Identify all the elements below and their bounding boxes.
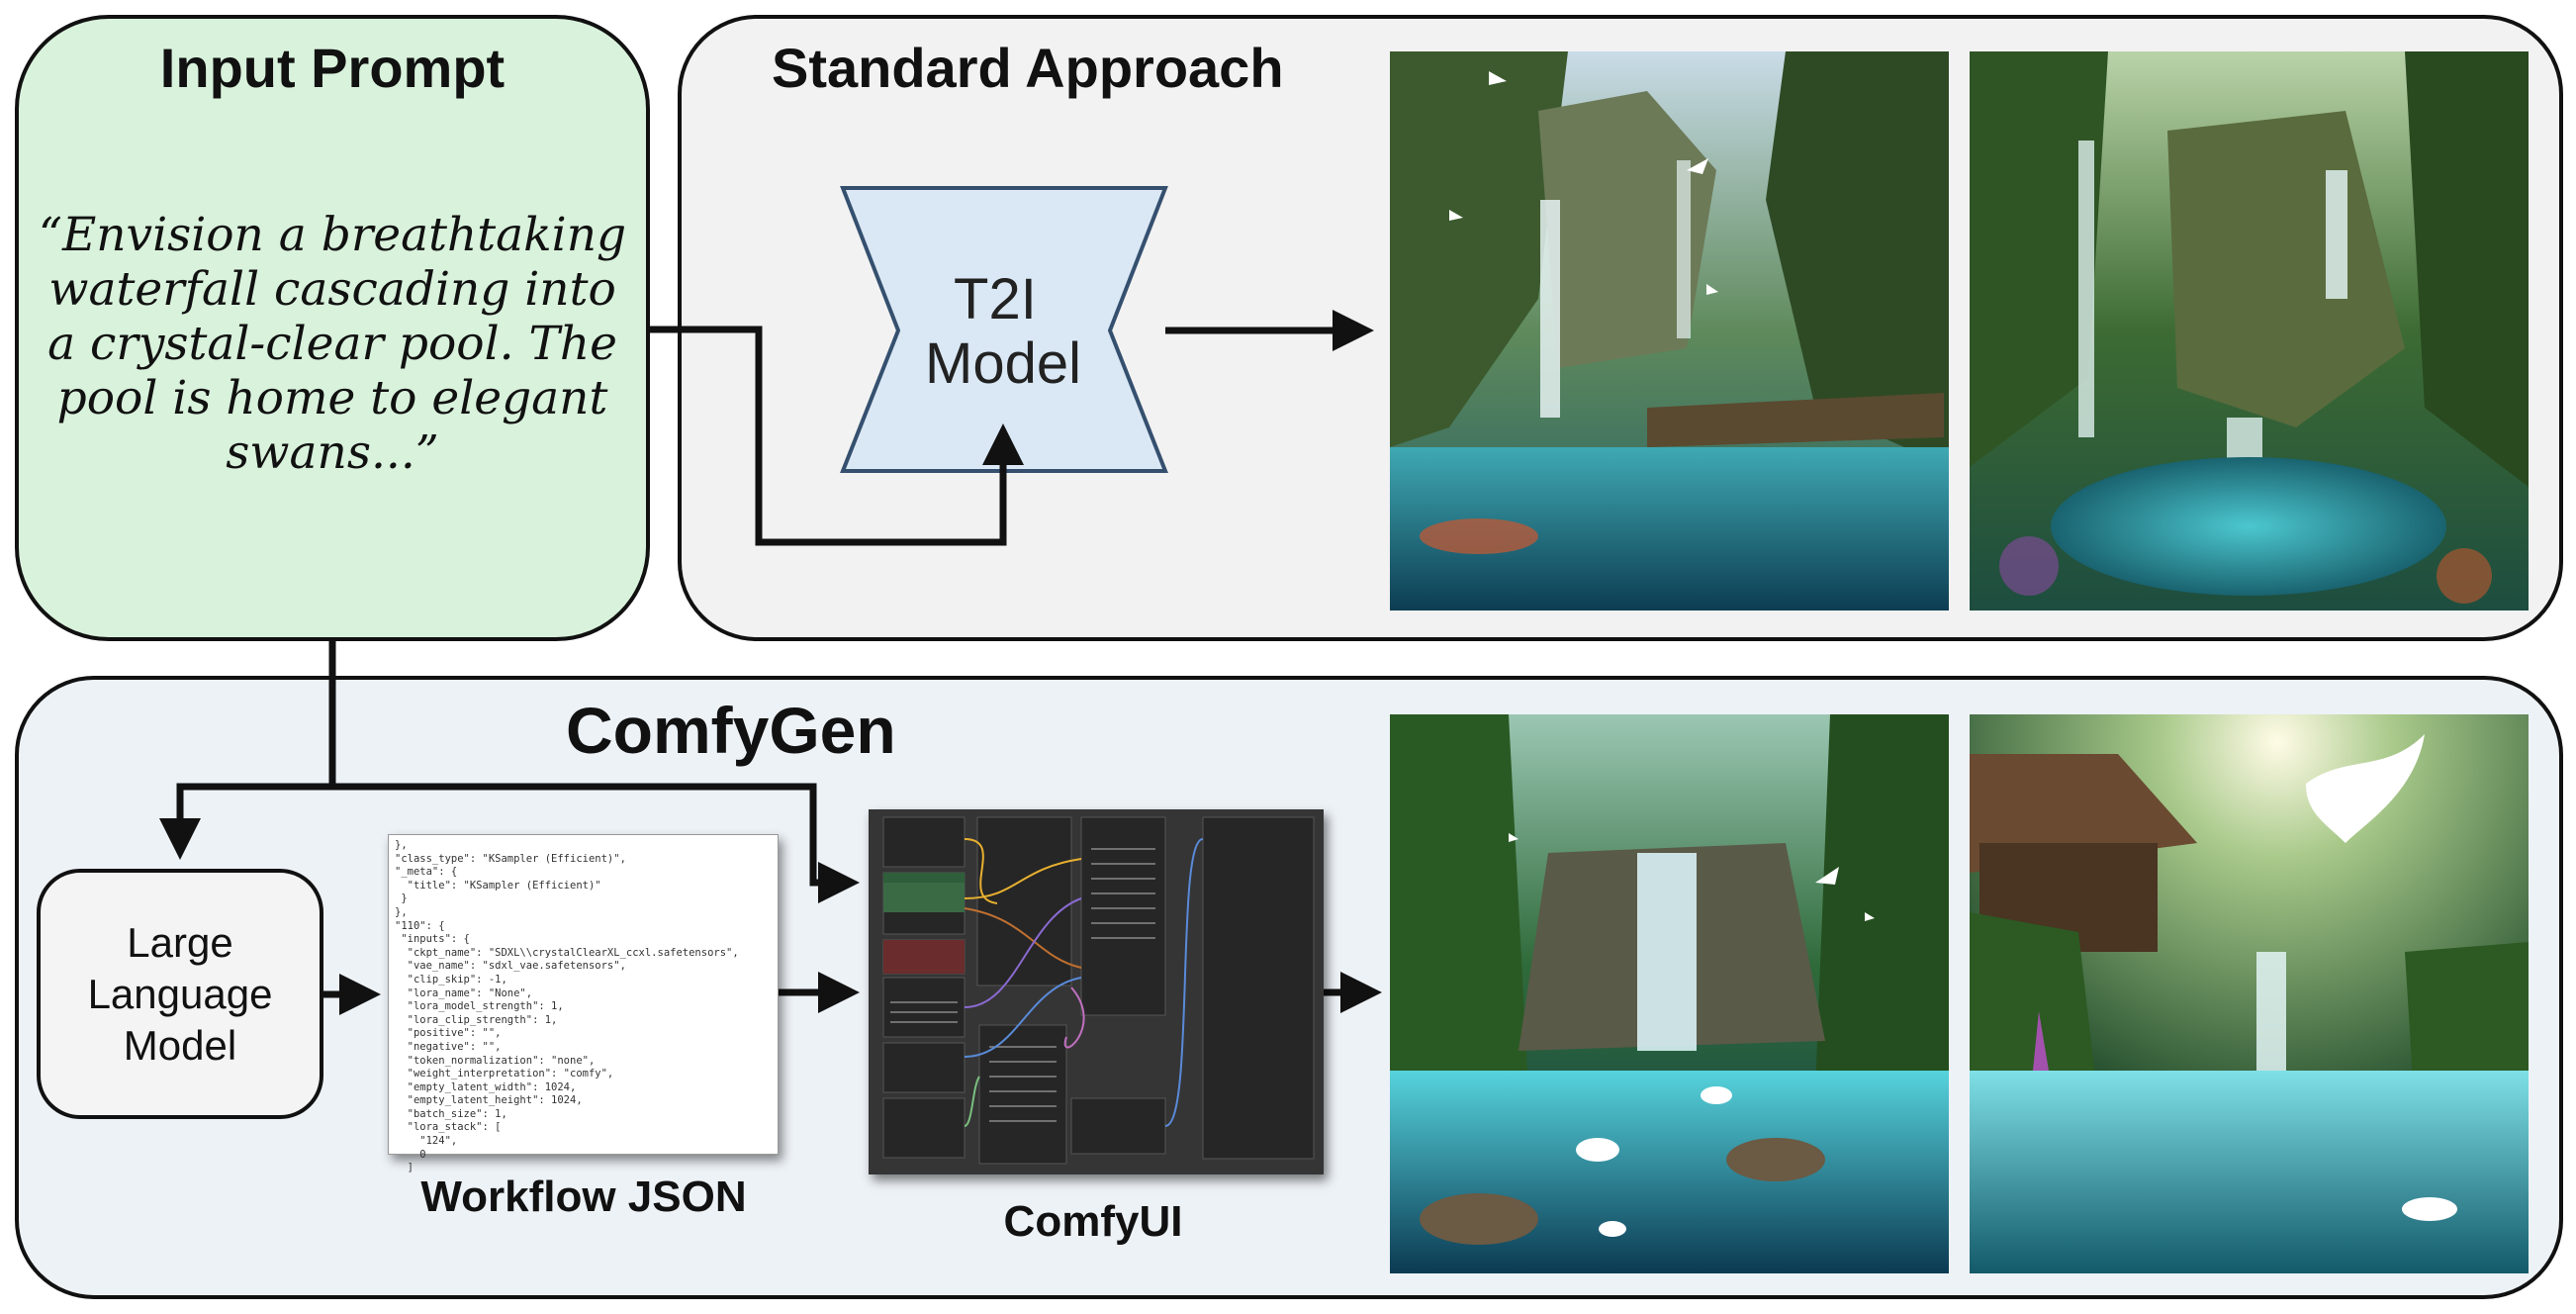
- prompt-line: pool is home to elegant: [56, 371, 608, 425]
- json-line: "token_normalization": "none",: [395, 1054, 596, 1067]
- comfyui-node-graph: [869, 809, 1324, 1174]
- json-line: "clip_skip": -1,: [395, 973, 507, 986]
- comfygen-output-image-2: [1970, 714, 2529, 1273]
- json-line: "title": "KSampler (Efficient)": [395, 879, 601, 892]
- prompt-text: “Envision a breathtaking waterfall casca…: [35, 208, 630, 480]
- json-line: "124",: [395, 1135, 458, 1148]
- json-line: "ckpt_name": "SDXL\\crystalClearXL_ccxl.…: [395, 946, 739, 959]
- json-line: ]: [395, 1162, 414, 1174]
- json-line: "inputs": {: [395, 933, 470, 946]
- comfyui-label: ComfyUI: [1003, 1197, 1183, 1246]
- llm-box: Large Language Model: [37, 869, 323, 1119]
- standard-approach-title: Standard Approach: [772, 37, 1284, 99]
- comfyui-screenshot: [869, 809, 1324, 1174]
- json-line: 0: [395, 1148, 426, 1161]
- input-prompt-title: Input Prompt: [159, 37, 506, 99]
- standard-output-image-1: [1390, 51, 1949, 610]
- json-line: "class_type": "KSampler (Efficient)",: [395, 852, 626, 865]
- standard-output-image-2: [1970, 51, 2529, 610]
- json-line: "vae_name": "sdxl_vae.safetensors",: [395, 960, 626, 973]
- json-line: "lora_stack": [: [395, 1121, 502, 1134]
- json-line: }: [395, 892, 408, 905]
- json-line: },: [395, 905, 408, 918]
- llm-label-line: Model: [123, 1021, 237, 1069]
- json-line: "batch_size": 1,: [395, 1107, 507, 1120]
- input-prompt-panel: [15, 15, 650, 641]
- prompt-line: waterfall cascading into: [48, 262, 616, 317]
- workflow-json-label: Workflow JSON: [420, 1173, 747, 1221]
- json-line: "positive": "",: [395, 1027, 502, 1040]
- prompt-line: swans...”: [226, 425, 439, 480]
- json-line: "110": {: [395, 919, 445, 932]
- json-line: "lora_model_strength": 1,: [395, 1000, 564, 1013]
- workflow-json-card: }, "class_type": "KSampler (Efficient)",…: [388, 834, 779, 1173]
- prompt-line: a crystal-clear pool. The: [47, 317, 617, 371]
- comfygen-title: ComfyGen: [566, 694, 896, 767]
- t2i-model-label: T2I Model: [925, 267, 1081, 396]
- json-line: "weight_interpretation": "comfy",: [395, 1068, 614, 1080]
- llm-label-line: Language: [87, 970, 273, 1017]
- prompt-line: “Envision a breathtaking: [38, 208, 627, 262]
- comfygen-output-image-1: [1390, 714, 1949, 1273]
- json-line: },: [395, 839, 408, 851]
- json-line: "_meta": {: [395, 866, 458, 879]
- json-line: "negative": "",: [395, 1040, 502, 1053]
- json-line: "lora_clip_strength": 1,: [395, 1013, 558, 1026]
- t2i-model-shape: [840, 186, 1168, 473]
- json-line: "empty_latent_height": 1024,: [395, 1094, 583, 1107]
- llm-label-line: Large: [127, 918, 233, 966]
- json-line: "lora_name": "None",: [395, 986, 533, 999]
- json-line: "empty_latent_width": 1024,: [395, 1080, 577, 1093]
